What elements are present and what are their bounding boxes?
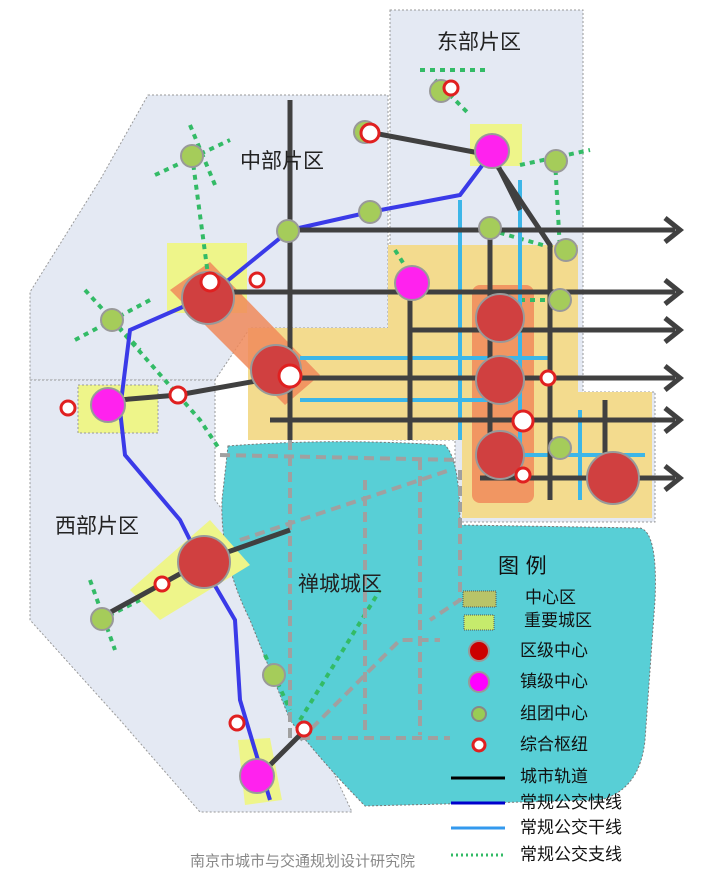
legend-title: 图 例 <box>498 554 547 578</box>
legend-label: 镇级中心 <box>520 672 588 692</box>
legend-label: 常规公交快线 <box>520 793 622 813</box>
hub-icons <box>59 79 557 738</box>
legend-swatch-important-area <box>463 614 495 631</box>
legend-swatch-hub-icon <box>471 737 487 753</box>
middle-district-label: 中部片区 <box>240 149 324 173</box>
legend-symbols <box>451 590 505 857</box>
west-district-label: 西部片区 <box>55 514 139 538</box>
legend-swatch-cluster-center <box>471 706 487 722</box>
east-district-label: 东部片区 <box>437 30 521 54</box>
legend-swatch-center-zone <box>462 590 497 608</box>
watermark: 南京市城市与交通规划设计研究院 <box>190 852 416 870</box>
legend-label: 组团中心 <box>520 704 588 724</box>
legend-label: 常规公交干线 <box>520 818 622 838</box>
legend-swatch-town-center <box>468 671 490 693</box>
chancheng-label: 禅城城区 <box>298 572 382 596</box>
legend-label: 重要城区 <box>524 611 592 631</box>
legend-label: 城市轨道 <box>520 767 588 787</box>
legend-swatch-district-center <box>468 640 490 662</box>
legend-label: 常规公交支线 <box>520 845 622 865</box>
cluster-centers <box>90 79 578 687</box>
town-centers <box>90 133 510 794</box>
legend-label: 中心区 <box>525 588 576 608</box>
chancheng-dashed-lines <box>219 440 462 742</box>
legend-label: 区级中心 <box>520 641 588 661</box>
legend-label: 综合枢纽 <box>520 735 588 755</box>
chancheng-area <box>221 441 656 807</box>
